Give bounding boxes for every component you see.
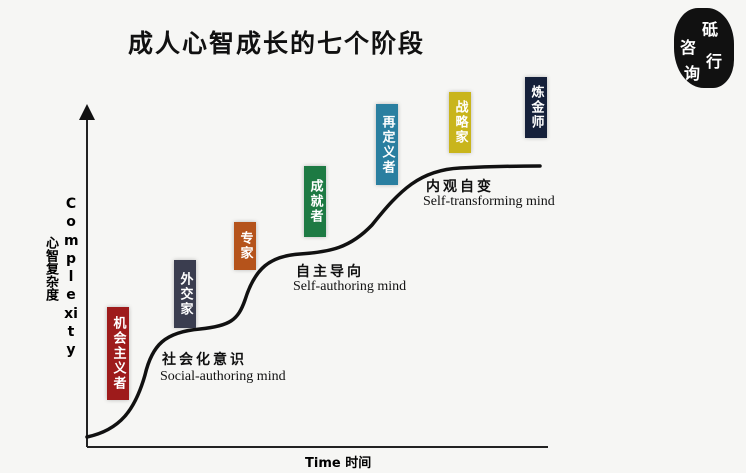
mind-self-transforming-zh: 内观自变 xyxy=(426,179,494,195)
logo: 砥 咨 行 询 xyxy=(674,8,734,88)
stage-expert: 专家 xyxy=(234,222,256,270)
stage-achiever: 成就者 xyxy=(304,166,326,237)
stage-strategist: 战略家 xyxy=(449,92,471,153)
stage-redefiner: 再定义者 xyxy=(376,104,398,185)
mind-self-transforming-en: Self-transforming mind xyxy=(423,194,555,209)
mind-social-zh: 社会化意识 xyxy=(162,352,247,368)
y-axis-label-zh: 心智复杂度 xyxy=(43,236,58,301)
page-title: 成人心智成长的七个阶段 xyxy=(128,29,426,58)
stage-diplomat: 外交家 xyxy=(174,260,196,328)
stage-opportunist: 机会主义者 xyxy=(107,307,129,400)
stage-alchemist: 炼金师 xyxy=(525,77,547,138)
mind-self-authoring-zh: 自主导向 xyxy=(296,264,364,280)
x-axis-label: Time 时间 xyxy=(305,456,372,471)
mind-self-authoring-en: Self-authoring mind xyxy=(293,279,407,294)
growth-curve xyxy=(85,164,542,439)
mind-social-en: Social-authoring mind xyxy=(160,369,286,384)
y-axis-label-en: Complexity xyxy=(64,196,79,359)
